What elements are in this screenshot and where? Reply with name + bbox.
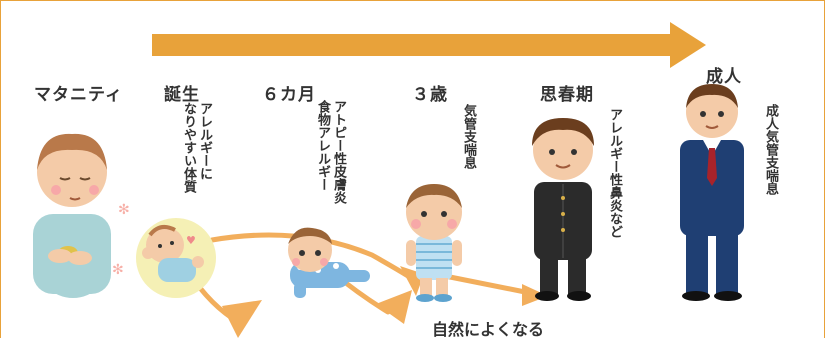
stage-label-3-years: ３歳 bbox=[412, 85, 448, 105]
arrowhead-4 bbox=[522, 284, 548, 306]
condition-label-adult: 成人気管支喘息 bbox=[763, 104, 778, 195]
timeline-arrow bbox=[152, 22, 706, 68]
stage-label-6-months: ６カ月 bbox=[262, 85, 316, 105]
condition-label-puberty: アレルギー性鼻炎など bbox=[607, 108, 622, 238]
arrowhead-1 bbox=[222, 300, 262, 338]
stage-label-birth: 誕生 bbox=[164, 85, 200, 105]
arrow-3yr-to-puberty bbox=[437, 272, 533, 296]
condition-label-birth: アレルギーに なりやすい体質 bbox=[181, 102, 212, 193]
pregnant-mother-figure: ✻ ✻ bbox=[33, 133, 130, 298]
newborn-figure: ♥ bbox=[136, 218, 216, 298]
condition-label-6-months: アトピー性皮膚炎 食物アレルギー bbox=[315, 100, 346, 204]
svg-text:♥: ♥ bbox=[186, 234, 196, 247]
outcome-label: 自然によくなる bbox=[432, 320, 545, 339]
svg-text:✻: ✻ bbox=[118, 202, 130, 218]
stage-label-adult: 成人 bbox=[706, 67, 742, 87]
stage-label-puberty: 思春期 bbox=[540, 85, 594, 105]
adult-man-figure bbox=[680, 84, 744, 301]
svg-text:✻: ✻ bbox=[112, 262, 124, 278]
stage-label-maternity: マタニティ bbox=[34, 85, 123, 105]
condition-label-3-years: 気管支喘息 bbox=[461, 104, 476, 169]
arrowhead-3 bbox=[376, 290, 412, 324]
teen-boy-figure bbox=[532, 118, 594, 301]
arrow-birth-to-3yr bbox=[209, 232, 411, 279]
toddler-figure bbox=[406, 184, 462, 302]
crawling-baby-figure bbox=[288, 227, 370, 298]
arrowheads bbox=[222, 266, 548, 338]
